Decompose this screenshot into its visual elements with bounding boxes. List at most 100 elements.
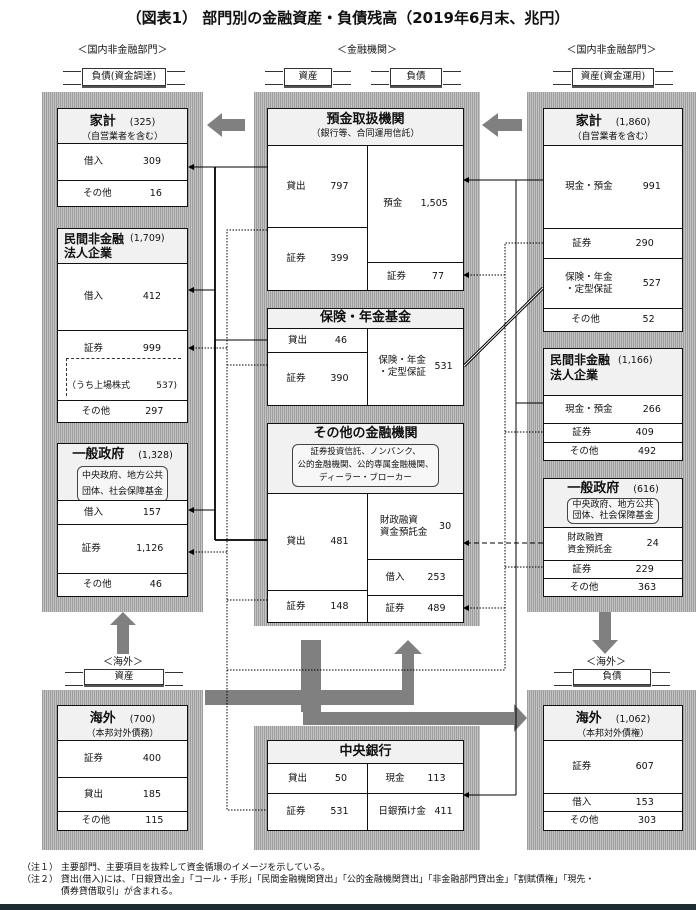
row-label: 日銀預け金 (378, 806, 426, 817)
row-value: 797 (330, 180, 349, 192)
row-label: 借入 (572, 796, 592, 808)
row-value: 50 (334, 772, 348, 784)
big-arrow-up (110, 612, 136, 654)
row-value: 1,126 (136, 543, 164, 554)
right-section-header: ＜国内非金融部門＞ (566, 45, 657, 56)
row-value: 309 (142, 156, 162, 167)
box-subtitle: （自営業者を含む） (81, 132, 163, 142)
asset-securities: 証券 148 (267, 590, 368, 623)
central-bank-header: 中央銀行 (267, 740, 464, 764)
box-title: 中央銀行 (339, 744, 392, 759)
footnotes: （注１） 主要部門、主要項目を抜粋して資金循環のイメージを示している。 （注２）… (22, 862, 594, 898)
row-label: 保険・年金 ・定型保証 (378, 355, 426, 378)
row-value: 607 (635, 761, 654, 772)
box-total: (700) (129, 714, 156, 725)
row-value: 52 (642, 314, 655, 325)
box-total: (616) (633, 484, 659, 495)
row-label: 証券 (286, 373, 306, 384)
box-title: 一般政府 (567, 481, 620, 496)
left-gov-header: 一般政府(1,328) 中央政府、地方公共 団体、社会保障基金 (57, 443, 188, 501)
box-subtitle: （銀行等、合同運用信託） (311, 129, 420, 139)
bottom-bar (0, 904, 696, 910)
left-corp-header: 民間非金融 法人企業 (1,709) (57, 228, 188, 264)
box-subtitle: 中央政府、地方公共 団体、社会保障基金 (567, 498, 659, 524)
row-value: 115 (145, 815, 164, 826)
row-value: 229 (635, 563, 654, 575)
overseas-right-header: ＜海外＞ (586, 657, 626, 668)
row-label: 貸出 (287, 334, 307, 346)
box-total: (1,860) (615, 117, 651, 128)
asset-loans: 貸出 50 (267, 763, 368, 794)
row-value: 537) (156, 381, 177, 391)
left-household-header: 家計(325) （自営業者を含む） (57, 108, 188, 144)
row-label: 証券 (286, 253, 306, 264)
flow-bar-up (205, 640, 422, 705)
row-borrowing: 借入 153 (543, 793, 683, 812)
big-arrow-down (592, 612, 618, 654)
box-title: 家計 (575, 114, 602, 129)
box-subtitle: （自営業者を含む） (572, 132, 654, 142)
row-label: 貸出 (286, 180, 306, 192)
other-financial-header: その他の金融機関 証券投資信託、ノンバンク、 公的金融機関、公的専属金融機関、 … (267, 423, 464, 494)
row-label: 保険・年金 ・定型保証 (565, 271, 613, 295)
left-section-header: ＜国内非金融部門＞ (77, 45, 168, 56)
box-title: 民間非金融 法人企業 (64, 232, 125, 260)
box-title: 家計 (89, 114, 116, 129)
footnote-2: （注２） 貸出(借入)には、「日銀貸出金」「コール・手形」「民間金融機関貸出」「… (22, 875, 595, 885)
row-value: 16 (149, 187, 162, 199)
row-label: 証券 (83, 753, 103, 764)
box-subtitle: （本邦対外債務） (86, 729, 159, 739)
row-value: 148 (330, 600, 349, 612)
row-value: 481 (330, 536, 349, 547)
row-securities: 証券 1,126 (57, 524, 188, 574)
ribbon-liabilities: 負債(資金調達) (63, 68, 185, 86)
row-label: 貸出 (83, 788, 103, 800)
row-value: 400 (142, 753, 162, 764)
row-label: 証券 (286, 600, 306, 612)
row-value: 46 (334, 334, 348, 346)
row-label: 財政融資 資金預託金 (379, 514, 428, 538)
ribbon-assets: 資産 (65, 669, 183, 686)
row-label: （うち上場株式 (67, 381, 131, 391)
box-subtitle: 中央政府、地方公共 団体、社会保障基金 (76, 466, 168, 500)
row-label: 証券 (572, 427, 592, 438)
box-title: 保険・年金基金 (319, 310, 411, 325)
row-label: その他 (569, 445, 599, 457)
row-value: 297 (145, 405, 164, 417)
row-label: 貸出 (287, 772, 307, 784)
overseas-left-header: ＜海外＞ (103, 657, 143, 668)
overseas-right-box-header: 海外(1,062) （本邦対外債権） (543, 705, 683, 741)
row-value: 303 (638, 815, 657, 826)
row-value: 153 (635, 796, 654, 808)
row-label: 証券 (572, 237, 592, 249)
box-title: 預金取扱機関 (326, 112, 405, 127)
row-value: 999 (142, 343, 162, 354)
row-label: 証券 (572, 761, 592, 772)
page-title: （図表1） 部門別の金融資産・負債残高（2019年6月末、兆円） (126, 9, 570, 27)
flow-bar-down (301, 640, 321, 712)
row-label: 証券 (81, 543, 101, 554)
row-value: 24 (646, 538, 659, 549)
liab-insurance-reserves: 保険・年金 ・定型保証 531 (367, 328, 464, 406)
row-value: 531 (434, 361, 453, 372)
box-total: (1,709) (130, 233, 165, 244)
deposit-institutions-header: 預金取扱機関 （銀行等、合同運用信託） (267, 108, 464, 146)
